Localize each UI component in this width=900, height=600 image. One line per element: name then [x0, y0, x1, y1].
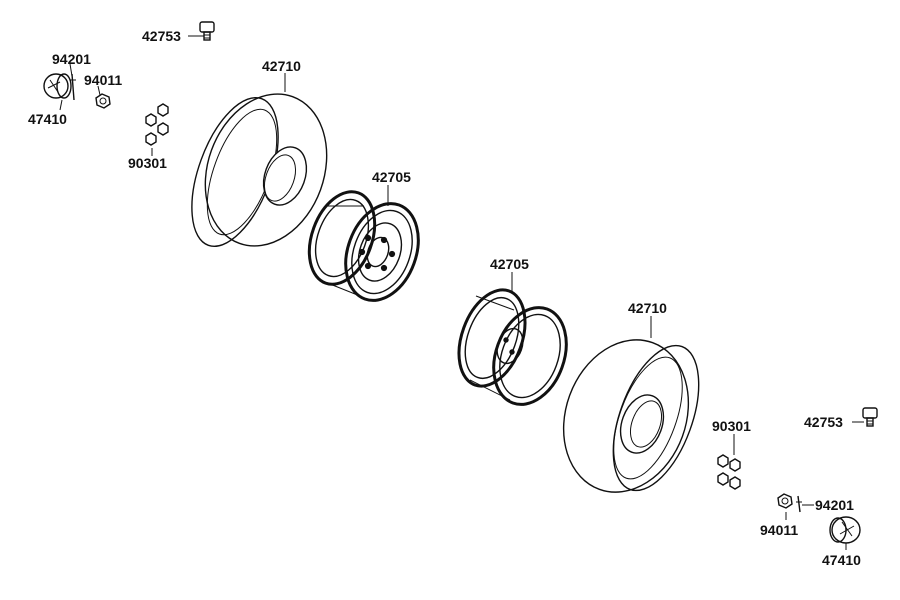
- label-valve-stem-left: 42753: [142, 28, 181, 44]
- label-hub-cap-right: 47410: [822, 552, 861, 568]
- hub-cap-left: [43, 73, 72, 99]
- hub-cap-right: [829, 516, 861, 544]
- label-washer-right: 94201: [815, 497, 854, 513]
- label-rim-left: 42705: [372, 169, 411, 185]
- label-axle-nut-right: 94011: [760, 522, 798, 538]
- label-tire-left: 42710: [262, 58, 301, 74]
- washer-left: [70, 73, 76, 101]
- label-lug-nuts-right: 90301: [712, 418, 751, 434]
- tire-right: [562, 339, 700, 493]
- lug-nuts-left: [145, 103, 169, 146]
- valve-stem-right: [862, 407, 878, 427]
- rim-left: [307, 190, 420, 302]
- tire-left: [191, 93, 328, 248]
- axle-nut-left: [95, 93, 111, 109]
- label-hub-cap-left: 47410: [28, 111, 67, 127]
- label-lug-nuts-left: 90301: [128, 155, 167, 171]
- leader-lines: [59, 35, 864, 550]
- label-washer-left: 94201: [52, 51, 91, 67]
- label-rim-right: 42705: [490, 256, 529, 272]
- label-valve-stem-right: 42753: [804, 414, 843, 430]
- lug-nuts-right: [717, 454, 741, 490]
- valve-stem-left: [199, 21, 215, 41]
- rim-right: [457, 288, 568, 406]
- axle-nut-right: [777, 493, 793, 509]
- label-tire-right: 42710: [628, 300, 667, 316]
- washer-right: [796, 495, 802, 513]
- label-axle-nut-left: 94011: [84, 72, 122, 88]
